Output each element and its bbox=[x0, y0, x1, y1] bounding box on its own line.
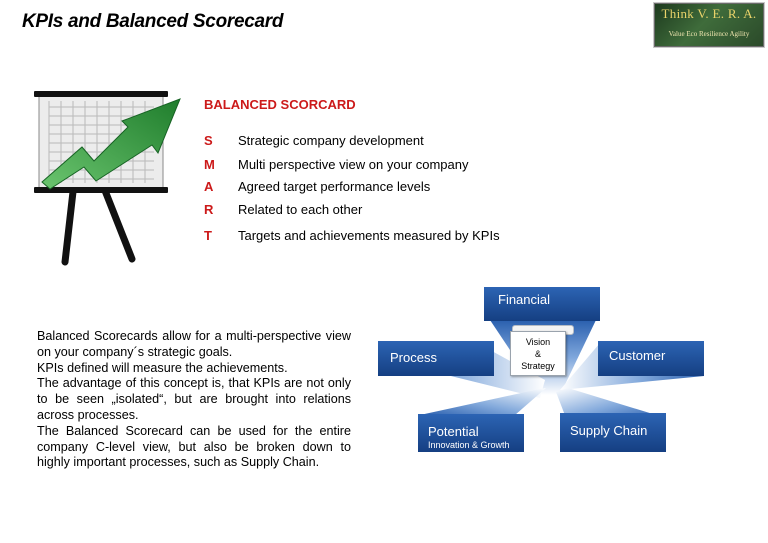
smart-letter: S bbox=[204, 133, 213, 148]
smart-letter: A bbox=[204, 179, 214, 194]
smart-text: Agreed target performance levels bbox=[238, 179, 431, 194]
financial-label: Financial bbox=[498, 292, 551, 307]
paragraph-line: Balanced Scorecards allow for a multi-pe… bbox=[37, 329, 351, 359]
potential-sublabel: Innovation & Growth bbox=[428, 440, 510, 450]
logo-main-text: Think V. E. R. A. bbox=[661, 6, 757, 21]
smart-letter: R bbox=[204, 202, 214, 217]
smart-text: Strategic company development bbox=[238, 133, 424, 148]
presentation-board-growth-chart-icon bbox=[34, 91, 181, 266]
logo-tagline: Value Eco Resilience Agility bbox=[668, 30, 750, 38]
process-label: Process bbox=[390, 350, 437, 365]
scorecard-heading: BALANCED SCORCARD bbox=[204, 97, 356, 112]
potential-label: Potential bbox=[428, 424, 479, 439]
smart-letter: T bbox=[204, 228, 212, 243]
smart-text: Targets and achievements measured by KPI… bbox=[238, 228, 500, 243]
description-paragraph: Balanced Scorecards allow for a multi-pe… bbox=[37, 329, 351, 471]
smart-text: Related to each other bbox=[238, 202, 363, 217]
paragraph-line: The Balanced Scorecard can be used for t… bbox=[37, 423, 351, 470]
vision-strategy-card: Vision & Strategy bbox=[510, 331, 566, 376]
paragraph-line: The advantage of this concept is, that K… bbox=[37, 376, 351, 422]
paragraph-line: KPIs defined will measure the achievemen… bbox=[37, 360, 288, 375]
brand-logo: Think V. E. R. A. Value Eco Resilience A… bbox=[654, 3, 764, 47]
vision-line: Vision bbox=[525, 337, 551, 347]
strategy-line: Strategy bbox=[521, 361, 555, 371]
ampersand-line: & bbox=[534, 349, 541, 359]
smart-text: Multi perspective view on your company bbox=[238, 157, 469, 172]
page-title: KPIs and Balanced Scorecard bbox=[22, 11, 284, 32]
smart-letter: M bbox=[204, 157, 215, 172]
customer-label: Customer bbox=[609, 348, 666, 363]
supply-chain-label: Supply Chain bbox=[570, 423, 648, 438]
